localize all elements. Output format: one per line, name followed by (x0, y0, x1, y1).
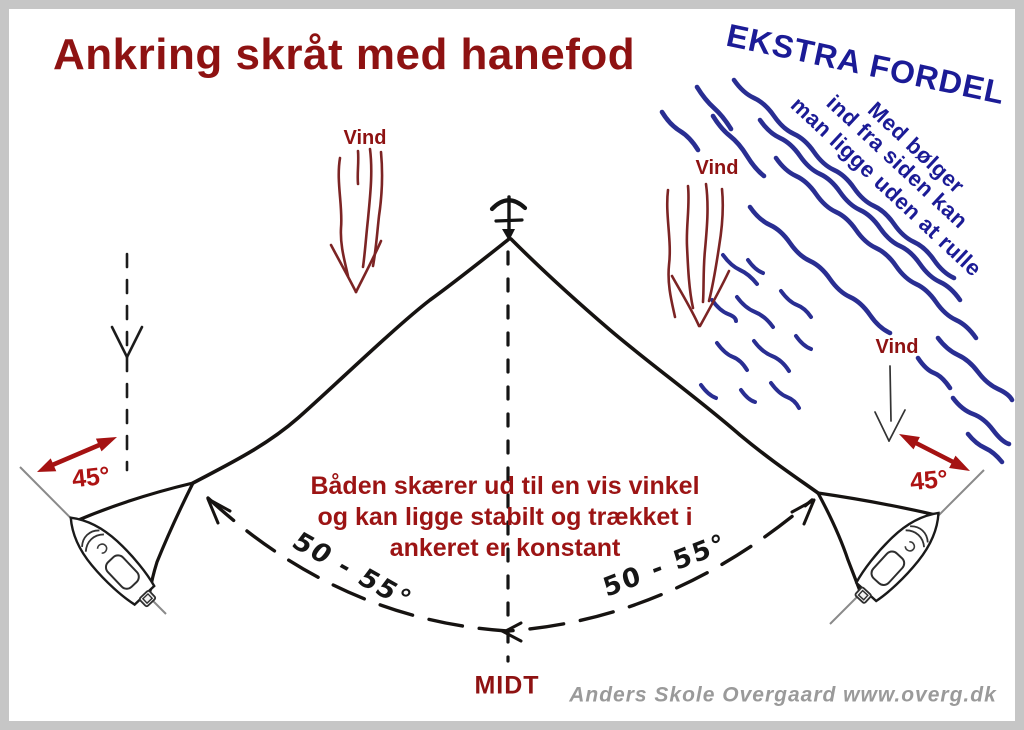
explanation-line-3: ankeret er konstant (389, 534, 621, 562)
wave-stroke (715, 341, 749, 372)
wave-stroke (710, 298, 738, 323)
anchor-stock (494, 218, 524, 223)
arrow-shaft (47, 440, 107, 469)
anchor-rodes (191, 237, 820, 495)
arrowhead-ne (95, 437, 117, 452)
wave-stroke (739, 388, 757, 404)
wave-stroke (757, 117, 963, 303)
wind-arrow-barb (329, 243, 358, 294)
arrowhead-sw (37, 458, 57, 472)
explanation-text: Båden skærer ud til en vis vinkel og kan… (310, 471, 699, 564)
wind-streaks-center (329, 147, 384, 294)
wave-stroke (769, 381, 801, 410)
explanation-line-1: Båden skærer ud til en vis vinkel (310, 472, 700, 500)
wind-streak (685, 184, 695, 310)
wave-stroke (699, 383, 718, 400)
wind-arrow-barb (110, 325, 129, 359)
wave-stroke (773, 155, 979, 341)
arc-chevron-right (790, 498, 816, 526)
wind-arrow-barb (874, 411, 890, 442)
wind-label-far-right: Vind (875, 336, 919, 358)
wind-arrow-barb (125, 325, 144, 359)
arc-mid-arrowhead (500, 621, 523, 643)
wave-stroke (915, 355, 953, 391)
left-45-degree-label: 45° (70, 461, 112, 494)
wind-arrow-barb (670, 274, 701, 328)
anchor-icon (489, 195, 528, 241)
wave-field (659, 77, 1015, 465)
wave-cluster (699, 253, 813, 410)
arc-chevron-left (206, 497, 232, 525)
wind-arrow-barb (698, 269, 731, 328)
left-anchor-rode (191, 237, 511, 485)
wind-streak (361, 147, 373, 269)
wave-stroke (735, 295, 775, 329)
wind-streaks-right (665, 182, 731, 328)
wave-stroke (794, 334, 813, 351)
wind-label-upper-right: Vind (695, 157, 739, 179)
right-45-degree-label: 45° (908, 464, 950, 497)
wind-label-center: Vind (343, 127, 387, 149)
attribution: Anders Skole Overgaard www.overg.dk (569, 683, 997, 707)
left-boat (56, 504, 166, 617)
arrowhead-se (949, 455, 970, 471)
wind-streak (356, 149, 360, 186)
explanation-line-2: og kan ligge stabilt og trækket i (317, 503, 693, 531)
wind-streak (707, 187, 725, 303)
right-swing-arrow (899, 434, 970, 471)
midline-label: MIDT (474, 671, 540, 700)
wave-stroke (779, 289, 813, 319)
wave-stroke (721, 253, 759, 286)
wave-stroke (694, 84, 734, 132)
arrow-shaft (909, 438, 960, 467)
wave-stroke (731, 77, 957, 281)
swing-arc (206, 496, 816, 643)
wind-arrow-far-right (874, 365, 906, 442)
wave-stroke (950, 395, 1012, 447)
right-anchor-rode (509, 237, 820, 495)
wind-arrow-barb (888, 409, 906, 442)
right-boat (844, 499, 953, 613)
wave-stroke (659, 109, 701, 153)
wind-streak (701, 182, 709, 304)
left-swing-arrow (37, 437, 117, 472)
left-bridle-bow-leg (74, 481, 195, 523)
arrowhead-nw (899, 434, 920, 450)
wind-streak (665, 188, 677, 319)
wind-streak (337, 156, 350, 278)
anchor-apex (502, 229, 515, 241)
wave-stroke (747, 204, 893, 336)
wind-dashed-arrow-left (110, 252, 144, 472)
right-bridle-bow-leg (816, 491, 938, 517)
wave-stroke (746, 258, 765, 275)
wave-stroke (965, 431, 1005, 465)
wave-stroke (710, 113, 767, 179)
left-bridle-stern-leg (148, 481, 195, 593)
wind-line (889, 365, 892, 422)
right-bridle-stern-leg (816, 491, 862, 593)
page-title: Ankring skråt med hanefod (53, 30, 636, 79)
wave-stroke (752, 339, 791, 373)
wave-stroke (935, 335, 1015, 403)
wind-arrow-barb (354, 239, 383, 294)
